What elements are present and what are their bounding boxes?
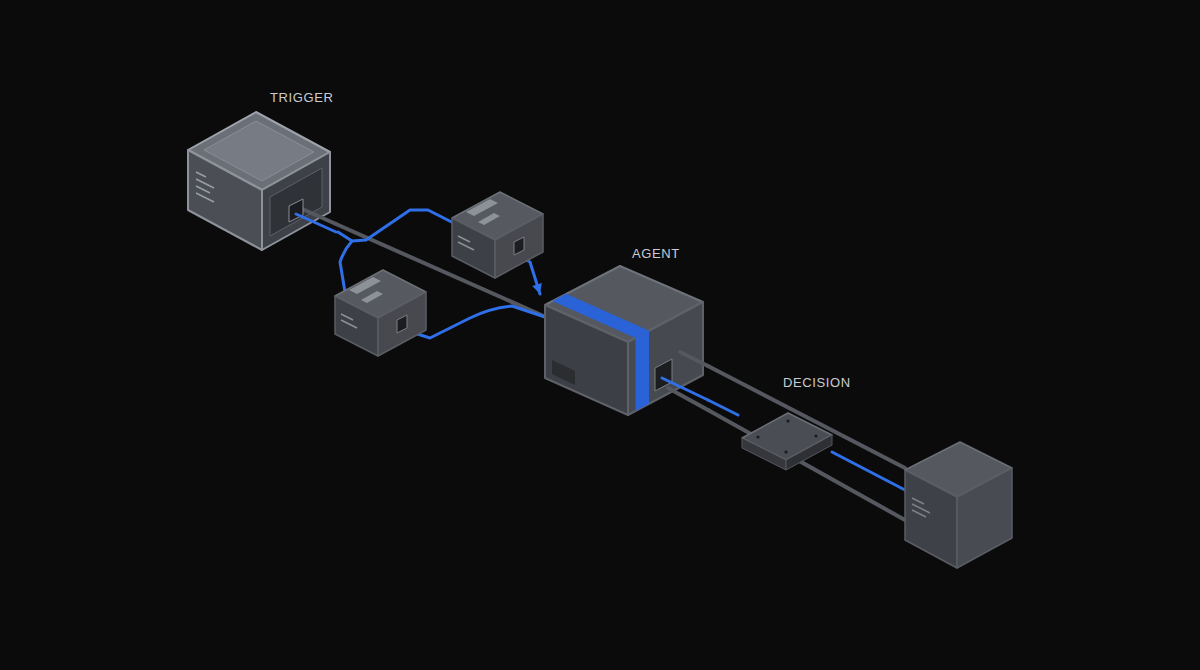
slab-face	[742, 438, 786, 470]
node-label: TRIGGER	[270, 90, 333, 105]
box-text-line	[912, 498, 924, 504]
box-face	[495, 214, 543, 278]
blue-wire	[832, 452, 905, 490]
arrow-head	[532, 283, 542, 294]
blue-band	[553, 294, 650, 338]
cube-face	[262, 152, 330, 250]
blue-wire	[662, 378, 708, 400]
cube-face	[188, 150, 262, 250]
box-bar	[478, 213, 500, 225]
box-text-line	[458, 236, 470, 242]
bolt	[784, 450, 787, 453]
box-face	[378, 292, 426, 356]
static-wires	[336, 224, 905, 520]
agent-box: AGENT	[540, 244, 708, 422]
blue-wire	[296, 214, 336, 232]
bolt	[756, 435, 759, 438]
port	[655, 359, 672, 391]
cube-panel	[270, 168, 322, 236]
decision-block: DECISION	[738, 372, 865, 472]
box-face	[335, 296, 378, 356]
port	[289, 199, 303, 222]
node-shape	[184, 88, 336, 258]
box-port	[514, 237, 524, 255]
bolt	[814, 434, 817, 437]
blue-band	[636, 331, 650, 411]
connector	[708, 400, 738, 415]
module-box	[452, 192, 543, 278]
node-shape	[540, 244, 708, 422]
box-bar	[361, 291, 383, 303]
cube-slot	[552, 360, 575, 385]
node-label: AGENT	[632, 246, 680, 261]
cube-text-line	[196, 172, 206, 177]
output-box	[905, 442, 1012, 568]
node-label: DECISION	[783, 375, 851, 390]
box-text-line	[341, 320, 357, 328]
blue-wire	[340, 241, 352, 292]
box-face	[957, 468, 1012, 568]
box-text-line	[341, 314, 353, 320]
gray-wire	[300, 208, 336, 224]
box-face	[905, 470, 957, 568]
cube-text-line	[196, 193, 214, 202]
slab-face	[786, 435, 832, 470]
gray-wire	[680, 352, 708, 366]
box-port	[397, 315, 407, 333]
connector-line	[708, 400, 738, 415]
cube-text-line	[196, 186, 210, 193]
module-box	[335, 270, 426, 356]
bolt	[786, 419, 789, 422]
box-text-line	[912, 510, 926, 517]
box-text-line	[458, 242, 474, 250]
gray-wire	[708, 410, 905, 520]
trigger-box: TRIGGER	[184, 88, 338, 258]
box-face	[452, 218, 495, 278]
